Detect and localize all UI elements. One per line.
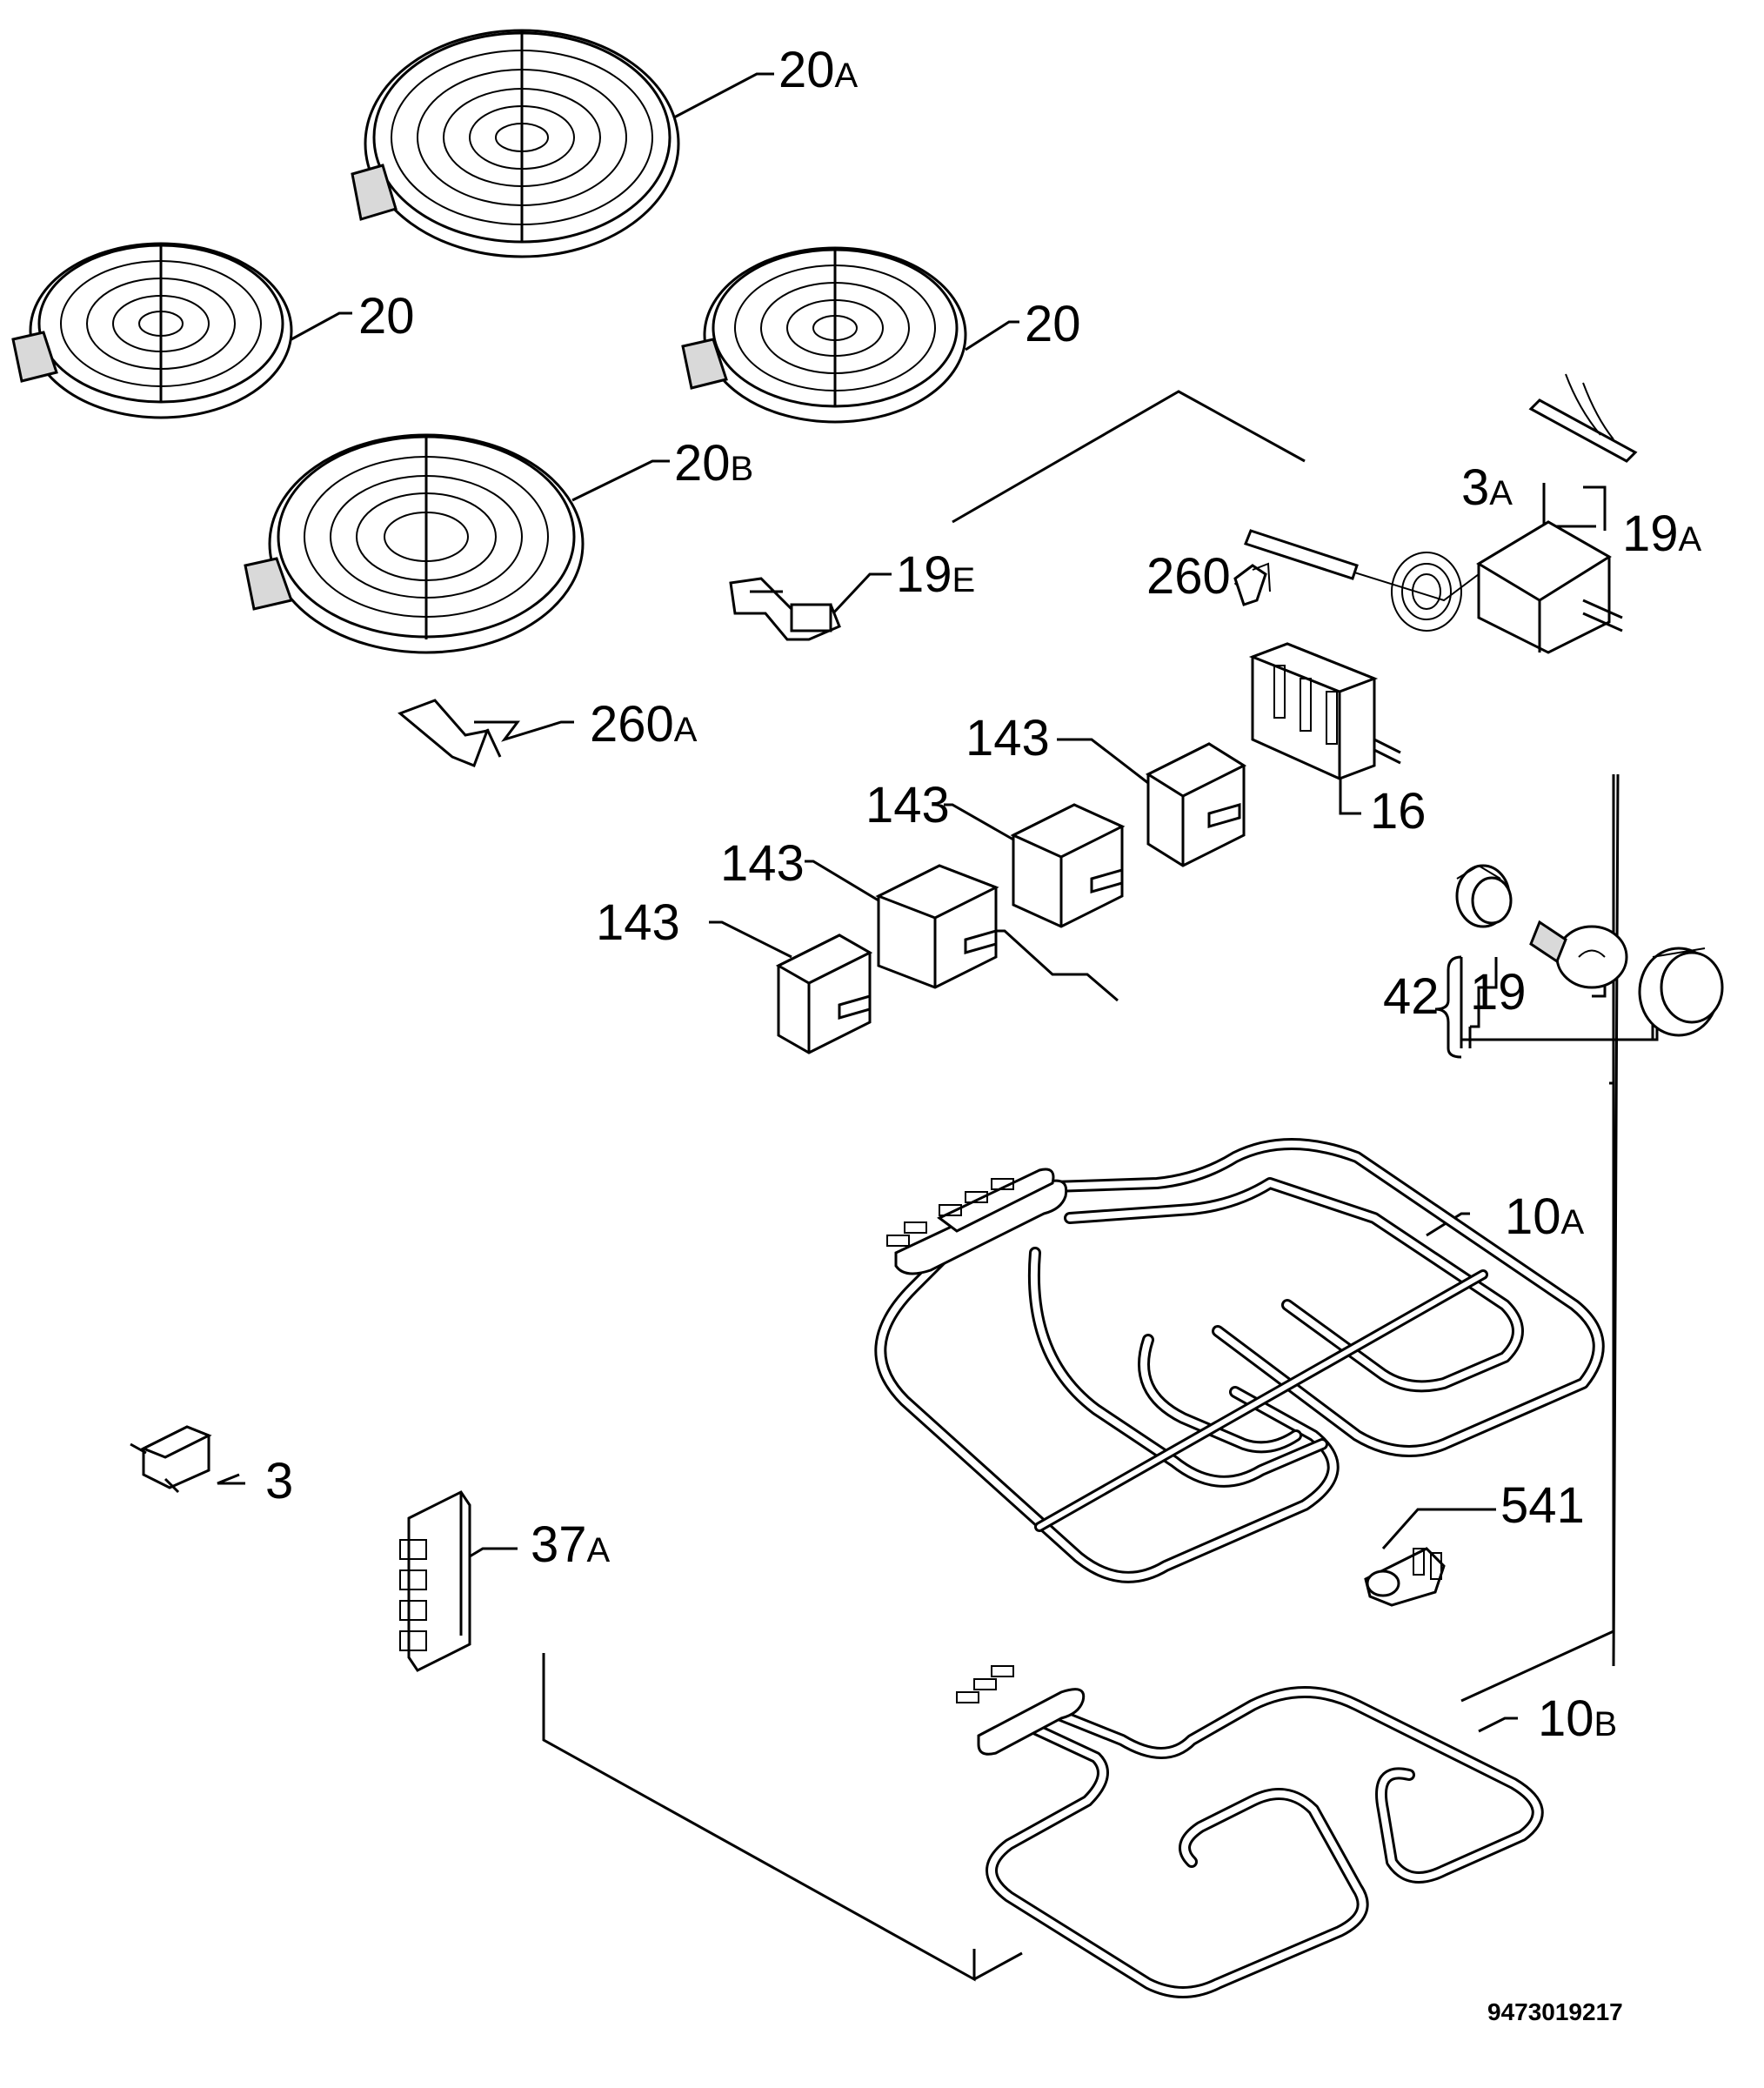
selector-switch-16 <box>1248 642 1401 780</box>
terminal-block-37a <box>399 1490 471 1672</box>
clip-260 <box>1233 562 1271 606</box>
label-19e: 19 <box>896 546 952 603</box>
label-42: 42 <box>1383 968 1440 1025</box>
label-19e-suffix: E <box>952 561 976 599</box>
label-10a-suffix: A <box>1561 1203 1585 1241</box>
label-3: 3 <box>265 1453 293 1509</box>
energy-regulator-143-2 <box>1010 803 1126 928</box>
radiant-heater-20-left <box>11 242 293 419</box>
label-16: 16 <box>1370 783 1427 840</box>
energy-regulator-143-4 <box>775 934 873 1054</box>
svg-text:19A: 19A <box>1622 505 1702 562</box>
svg-text:19E: 19E <box>896 546 975 603</box>
sensor-19a <box>1528 373 1638 463</box>
label-541: 541 <box>1500 1477 1585 1534</box>
labels: 20A 20 20 20B 19E 3A 19A 260 260A 143 14… <box>265 42 1702 2025</box>
label-10b-suffix: B <box>1594 1705 1618 1743</box>
label-143-2: 143 <box>865 777 950 833</box>
lamp-glass-cover <box>1638 947 1724 1037</box>
radiant-heater-20-right <box>681 246 967 424</box>
label-20a-suffix: A <box>835 57 859 95</box>
label-37a: 37 <box>531 1516 587 1573</box>
heating-element-10a <box>874 1138 1605 1583</box>
label-260a-suffix: A <box>674 711 698 749</box>
label-19a-suffix: A <box>1679 520 1702 559</box>
svg-text:10A: 10A <box>1505 1188 1585 1245</box>
radiant-heater-20a <box>351 29 680 258</box>
leader-lines <box>217 72 1659 1982</box>
bracket-260a <box>398 699 502 767</box>
svg-text:37A: 37A <box>531 1516 611 1573</box>
label-20-right: 20 <box>1025 296 1081 352</box>
connector-541 <box>1364 1547 1446 1607</box>
document-number: 9473019217 <box>1487 1998 1623 2025</box>
label-37a-suffix: A <box>587 1531 611 1569</box>
svg-text:20A: 20A <box>778 42 859 98</box>
label-3a-suffix: A <box>1489 474 1513 512</box>
label-19a: 19 <box>1622 505 1679 562</box>
thermostat-3a <box>1244 520 1623 654</box>
limiter-3 <box>130 1425 212 1494</box>
radiant-heater-20b <box>244 433 585 654</box>
energy-regulator-143-3 <box>875 864 999 989</box>
lamp-switch-19e <box>729 577 841 641</box>
label-20b-suffix: B <box>731 450 754 488</box>
lamp-bulb-19 <box>1529 920 1628 989</box>
lamp-holder <box>1455 864 1513 928</box>
svg-text:260A: 260A <box>590 696 698 753</box>
label-143-3: 143 <box>720 835 805 892</box>
label-20b: 20 <box>674 435 731 492</box>
label-260a: 260 <box>590 696 674 753</box>
label-3a: 3 <box>1461 459 1489 516</box>
label-143-1: 143 <box>966 710 1050 766</box>
heating-element-10b <box>956 1665 1544 1998</box>
label-19: 19 <box>1470 964 1527 1021</box>
label-143-4: 143 <box>596 894 680 951</box>
label-10b: 10 <box>1538 1690 1594 1747</box>
energy-regulator-143-1 <box>1145 742 1247 867</box>
label-20-left: 20 <box>358 288 415 345</box>
label-20a: 20 <box>778 42 835 98</box>
label-260: 260 <box>1146 548 1231 605</box>
label-10a: 10 <box>1505 1188 1561 1245</box>
svg-text:10B: 10B <box>1538 1690 1617 1747</box>
svg-text:20B: 20B <box>674 435 753 492</box>
svg-text:3A: 3A <box>1461 459 1513 516</box>
